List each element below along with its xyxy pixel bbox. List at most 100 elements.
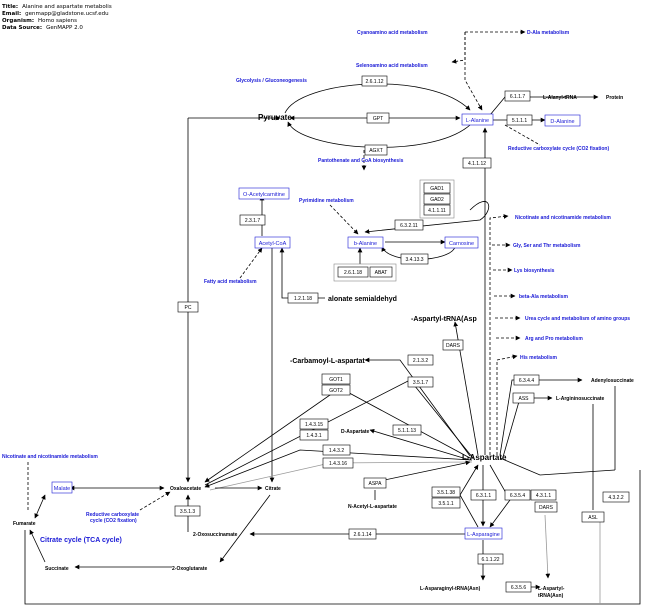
gene-box-2-6-1-14[interactable]	[348, 528, 377, 540]
pathway-link-reductive-carboxylate[interactable]: Reductive carboxylate cycle (CO2 fixatio…	[508, 146, 609, 152]
metabolite-l-alanyl-trna[interactable]: L-Alanyl-tRNA	[543, 95, 577, 101]
gene-box-3-5-1-1[interactable]	[431, 497, 461, 509]
metabolite-box-acetyl-coa[interactable]	[254, 236, 291, 249]
metabolite-l-argininosuccinate[interactable]: L-Argininosuccinate	[556, 396, 605, 402]
pathway-link-d-ala[interactable]: D-Ala metabolism	[527, 30, 570, 36]
gene-label: 1.4.3.2	[329, 448, 345, 454]
pathway-link-beta-ala[interactable]: beta-Ala metabolism	[519, 294, 568, 300]
pathway-link-lys[interactable]: Lys biosynthesis	[514, 268, 555, 274]
gene-box-3-5-1-7[interactable]	[407, 376, 434, 388]
pathway-link-gly-ser-thr[interactable]: Gly, Ser and Thr metabolism	[513, 243, 581, 249]
gene-box-6-1-1-22[interactable]	[477, 553, 504, 565]
metabolite-oxaloacetate[interactable]: Oxaloacetate	[170, 486, 201, 492]
metabolite-box-d-alanine[interactable]	[544, 114, 581, 127]
metabolite-malonate-semialdehyde[interactable]: alonate semialdehyd	[328, 296, 397, 303]
gene-box-2-6-1-12[interactable]	[361, 75, 388, 87]
gene-label: ASPA	[369, 481, 383, 487]
metabolite-succinate[interactable]: Succinate	[45, 566, 69, 572]
metabolite-l-aspartyl-trna-asn[interactable]: L-Aspartyl-	[538, 586, 565, 592]
gene-box-6-3-5-4[interactable]	[504, 489, 531, 501]
metabolite-adenylosuccinate[interactable]: Adenylosuccinate	[591, 378, 634, 384]
gene-box-5-1-1-1[interactable]	[506, 114, 533, 126]
pathway-link-his[interactable]: His metabolism	[520, 355, 558, 361]
gene-box-6-3-2-11[interactable]	[394, 219, 424, 231]
pathway-link-fatty-acid[interactable]: Fatty acid metabolism	[204, 279, 257, 285]
gene-box-gad1[interactable]	[423, 182, 451, 194]
metabolite-box-l-asparagine[interactable]	[464, 527, 503, 540]
pathway-link-nicotinate[interactable]: Nicotinate and nicotinamide metabolism	[515, 215, 611, 221]
gene-box-pc[interactable]	[177, 301, 199, 313]
gene-label: DARS	[446, 343, 461, 349]
pathway-link-selenoamino[interactable]: Selenoamino acid metabolism	[356, 63, 428, 69]
gene-box-got1[interactable]	[321, 373, 351, 385]
metabolite-protein[interactable]: Protein	[606, 95, 623, 101]
gene-label: AGXT	[369, 148, 383, 154]
gene-box-gpt[interactable]	[366, 112, 390, 124]
pathway-link-glycolysis[interactable]: Glycolysis / Gluconeogenesis	[236, 78, 307, 84]
metabolite-box-b-alanine[interactable]	[347, 236, 384, 249]
gene-box-2-6-1-18[interactable]	[337, 266, 369, 278]
gene-box-1-4-3-1[interactable]	[299, 429, 329, 441]
metabolite-citrate[interactable]: Citrate	[265, 486, 281, 492]
gene-box-4-3-1-1[interactable]	[530, 489, 557, 501]
pathway-link-reductive-carboxylate-bottom[interactable]: Reductive carboxylate	[86, 512, 139, 518]
gene-box-3-5-1-3[interactable]	[174, 505, 201, 517]
gene-label: ASS	[518, 396, 529, 402]
gene-box-6-1-1-7[interactable]	[504, 90, 531, 102]
gene-label: GAD2	[430, 197, 444, 203]
gene-label: 1.4.3.15	[305, 422, 323, 428]
metabolite-l-aspartate[interactable]: L-Aspartate	[462, 453, 507, 462]
metabolite-pyruvate[interactable]: Pyruvate	[258, 113, 292, 122]
gene-box-gad2[interactable]	[423, 193, 451, 205]
metabolite-fumarate[interactable]: Fumarate	[13, 521, 36, 527]
gene-label: 6.3.5.6	[511, 585, 527, 591]
gene-box-aspa[interactable]	[363, 477, 387, 489]
gene-label: 1.2.1.18	[294, 296, 312, 302]
gene-box-3-4-13-3[interactable]	[400, 253, 429, 265]
pathway-link-urea[interactable]: Urea cycle and metabolism of amino group…	[525, 316, 630, 322]
metabolite-n-acetyl-l-aspartate[interactable]: N-Acetyl-L-aspartate	[348, 504, 397, 510]
gene-box-2-3-1-7[interactable]	[239, 214, 266, 226]
gene-label: GAD1	[430, 186, 444, 192]
metabolite-2-oxoglutarate[interactable]: 2-Oxoglutarate	[172, 566, 208, 572]
gene-box-dars-top[interactable]	[442, 339, 464, 351]
metabolite-carbamoyl-l-aspartate[interactable]: -Carbamoyl-L-aspartat	[290, 358, 365, 365]
metabolite-box-malate[interactable]	[51, 481, 73, 494]
gene-box-asl[interactable]	[581, 511, 605, 523]
gene-box-1-4-3-16[interactable]	[322, 457, 354, 469]
metabolite-l-asparaginyl-trna-asn[interactable]: L-Asparaginyl-tRNA(Asn)	[420, 586, 481, 592]
pathway-link-pantothenate[interactable]: Pantothenate and CoA biosynthesis	[318, 158, 404, 164]
pathway-link-pyrimidine[interactable]: Pyrimidine metabolism	[299, 198, 354, 204]
metabolite-aspartyl-trna-asp[interactable]: -Aspartyl-tRNA(Asp	[411, 316, 477, 323]
gene-box-3-5-1-38[interactable]	[431, 486, 461, 498]
pathway-link-nicotinate-left[interactable]: Nicotinate and nicotinamide metabolism	[2, 454, 98, 460]
gene-box-6-3-1-1[interactable]	[470, 489, 497, 501]
gene-box-6-3-5-6[interactable]	[505, 581, 532, 593]
gene-box-got2[interactable]	[321, 384, 351, 396]
gene-box-1-4-3-15[interactable]	[299, 418, 329, 430]
gene-box-4-1-1-12[interactable]	[462, 157, 492, 169]
gene-box-agxt[interactable]	[364, 144, 388, 156]
gene-box-ass[interactable]	[512, 392, 535, 404]
metabolite-l-alanine: L-Alanine	[466, 118, 489, 124]
gene-label: GOT2	[329, 388, 343, 394]
gene-box-1-4-3-2[interactable]	[322, 444, 351, 456]
gene-label: 6.3.5.4	[510, 493, 526, 499]
pathway-link-arg-pro[interactable]: Arg and Pro metabolism	[525, 336, 583, 342]
metabolite-box-o-acetylcarnitine[interactable]	[238, 187, 290, 200]
gene-box-dars-bottom[interactable]	[534, 501, 558, 513]
header-info: Title:Alanine and aspartate metabolis Em…	[2, 4, 112, 31]
metabolite-d-aspartate[interactable]: D-Aspartate	[341, 429, 370, 435]
metabolite-box-l-alanine[interactable]	[461, 113, 494, 126]
metabolite-box-carnosine[interactable]	[444, 236, 479, 249]
gene-box-2-1-3-2[interactable]	[407, 354, 434, 366]
gene-box-6-3-4-4[interactable]	[513, 374, 540, 386]
gene-box-abat[interactable]	[369, 266, 393, 278]
gene-box-4-3-2-2[interactable]	[602, 491, 630, 503]
gene-box-4-1-1-11[interactable]	[423, 204, 451, 216]
gene-box-1-2-1-18[interactable]	[287, 292, 319, 304]
gene-box-5-1-1-13[interactable]	[392, 424, 422, 436]
metabolite-2-oxosuccinamate[interactable]: 2-Oxosuccinamate	[193, 532, 238, 538]
pathway-link-citrate-cycle[interactable]: Citrate cycle (TCA cycle)	[40, 537, 122, 544]
pathway-link-cyanoamino[interactable]: Cyanoamino acid metabolism	[357, 30, 428, 36]
